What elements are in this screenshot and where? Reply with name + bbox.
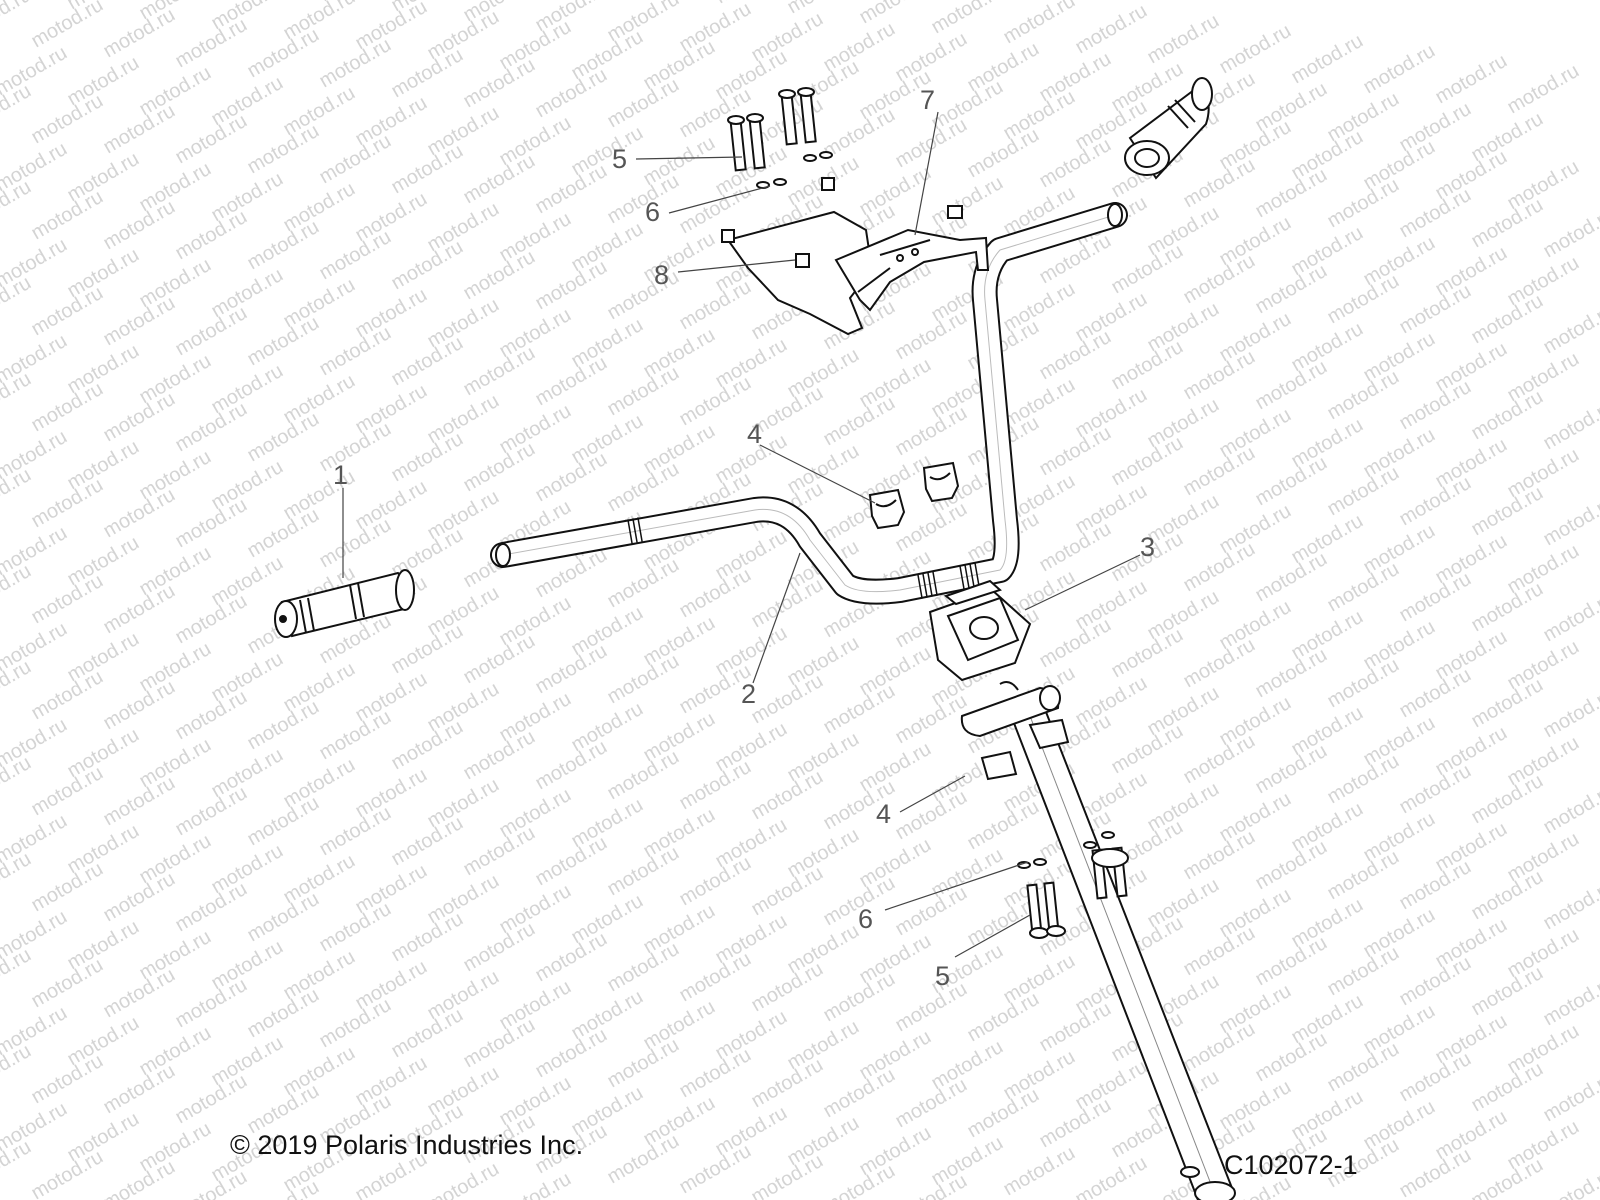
callout-5-lower: 5 bbox=[935, 961, 950, 991]
watermark-text: motod.ru bbox=[1540, 1164, 1600, 1200]
watermark-text: motod.ru bbox=[1072, 0, 1151, 58]
lower-bolts bbox=[1017, 831, 1129, 939]
watermark-text: motod.ru bbox=[424, 1158, 503, 1200]
watermark-text: motod.ru bbox=[1144, 10, 1223, 69]
watermark-text: motod.ru bbox=[1000, 1142, 1079, 1200]
lower-clamps bbox=[960, 681, 1070, 781]
watermark-text: motod.ru bbox=[1288, 30, 1367, 89]
watermark-text: motod.ru bbox=[1360, 40, 1439, 99]
watermark-text: motod.ru bbox=[1216, 20, 1295, 79]
callout-1: 1 bbox=[333, 460, 348, 490]
watermark-text: motod.ru bbox=[496, 1168, 575, 1200]
handlebar bbox=[490, 202, 1128, 605]
callout-7: 7 bbox=[920, 85, 935, 115]
callout-6-lower: 6 bbox=[858, 904, 873, 934]
callout-4-upper: 4 bbox=[747, 419, 762, 449]
clip-nut bbox=[795, 253, 810, 268]
riser-block bbox=[928, 579, 1032, 682]
callout-5-upper: 5 bbox=[612, 144, 627, 174]
upper-bolts bbox=[727, 87, 833, 189]
watermark-text: motod.ru bbox=[712, 0, 791, 8]
upper-clamps bbox=[868, 461, 960, 530]
leader-lines bbox=[342, 111, 1141, 958]
watermark-text: motod.ru bbox=[928, 0, 1007, 38]
watermark-text: motod.ru bbox=[1072, 1152, 1151, 1200]
callout-3: 3 bbox=[1140, 532, 1155, 562]
callout-8: 8 bbox=[654, 260, 669, 290]
watermark-text: motod.ru bbox=[1504, 60, 1583, 119]
watermark-text: motod.ru bbox=[1432, 50, 1511, 109]
right-grip bbox=[1124, 77, 1213, 180]
instrument-bracket bbox=[721, 177, 990, 336]
watermark-text: motod.ru bbox=[784, 0, 863, 18]
copyright-notice: © 2019 Polaris Industries Inc. bbox=[230, 1130, 584, 1160]
watermark-text: motod.ru bbox=[1000, 0, 1079, 48]
callout-labels: 1 2 3 4 4 5 5 6 6 7 8 bbox=[333, 85, 1155, 991]
callout-4-lower: 4 bbox=[876, 799, 891, 829]
left-grip bbox=[274, 569, 415, 638]
callout-2: 2 bbox=[741, 679, 756, 709]
watermark-text: motod.ru bbox=[856, 0, 935, 28]
watermark-text: motod.ru bbox=[28, 0, 107, 52]
callout-6-upper: 6 bbox=[645, 197, 660, 227]
figure-id: C102072-1 bbox=[1224, 1150, 1358, 1180]
